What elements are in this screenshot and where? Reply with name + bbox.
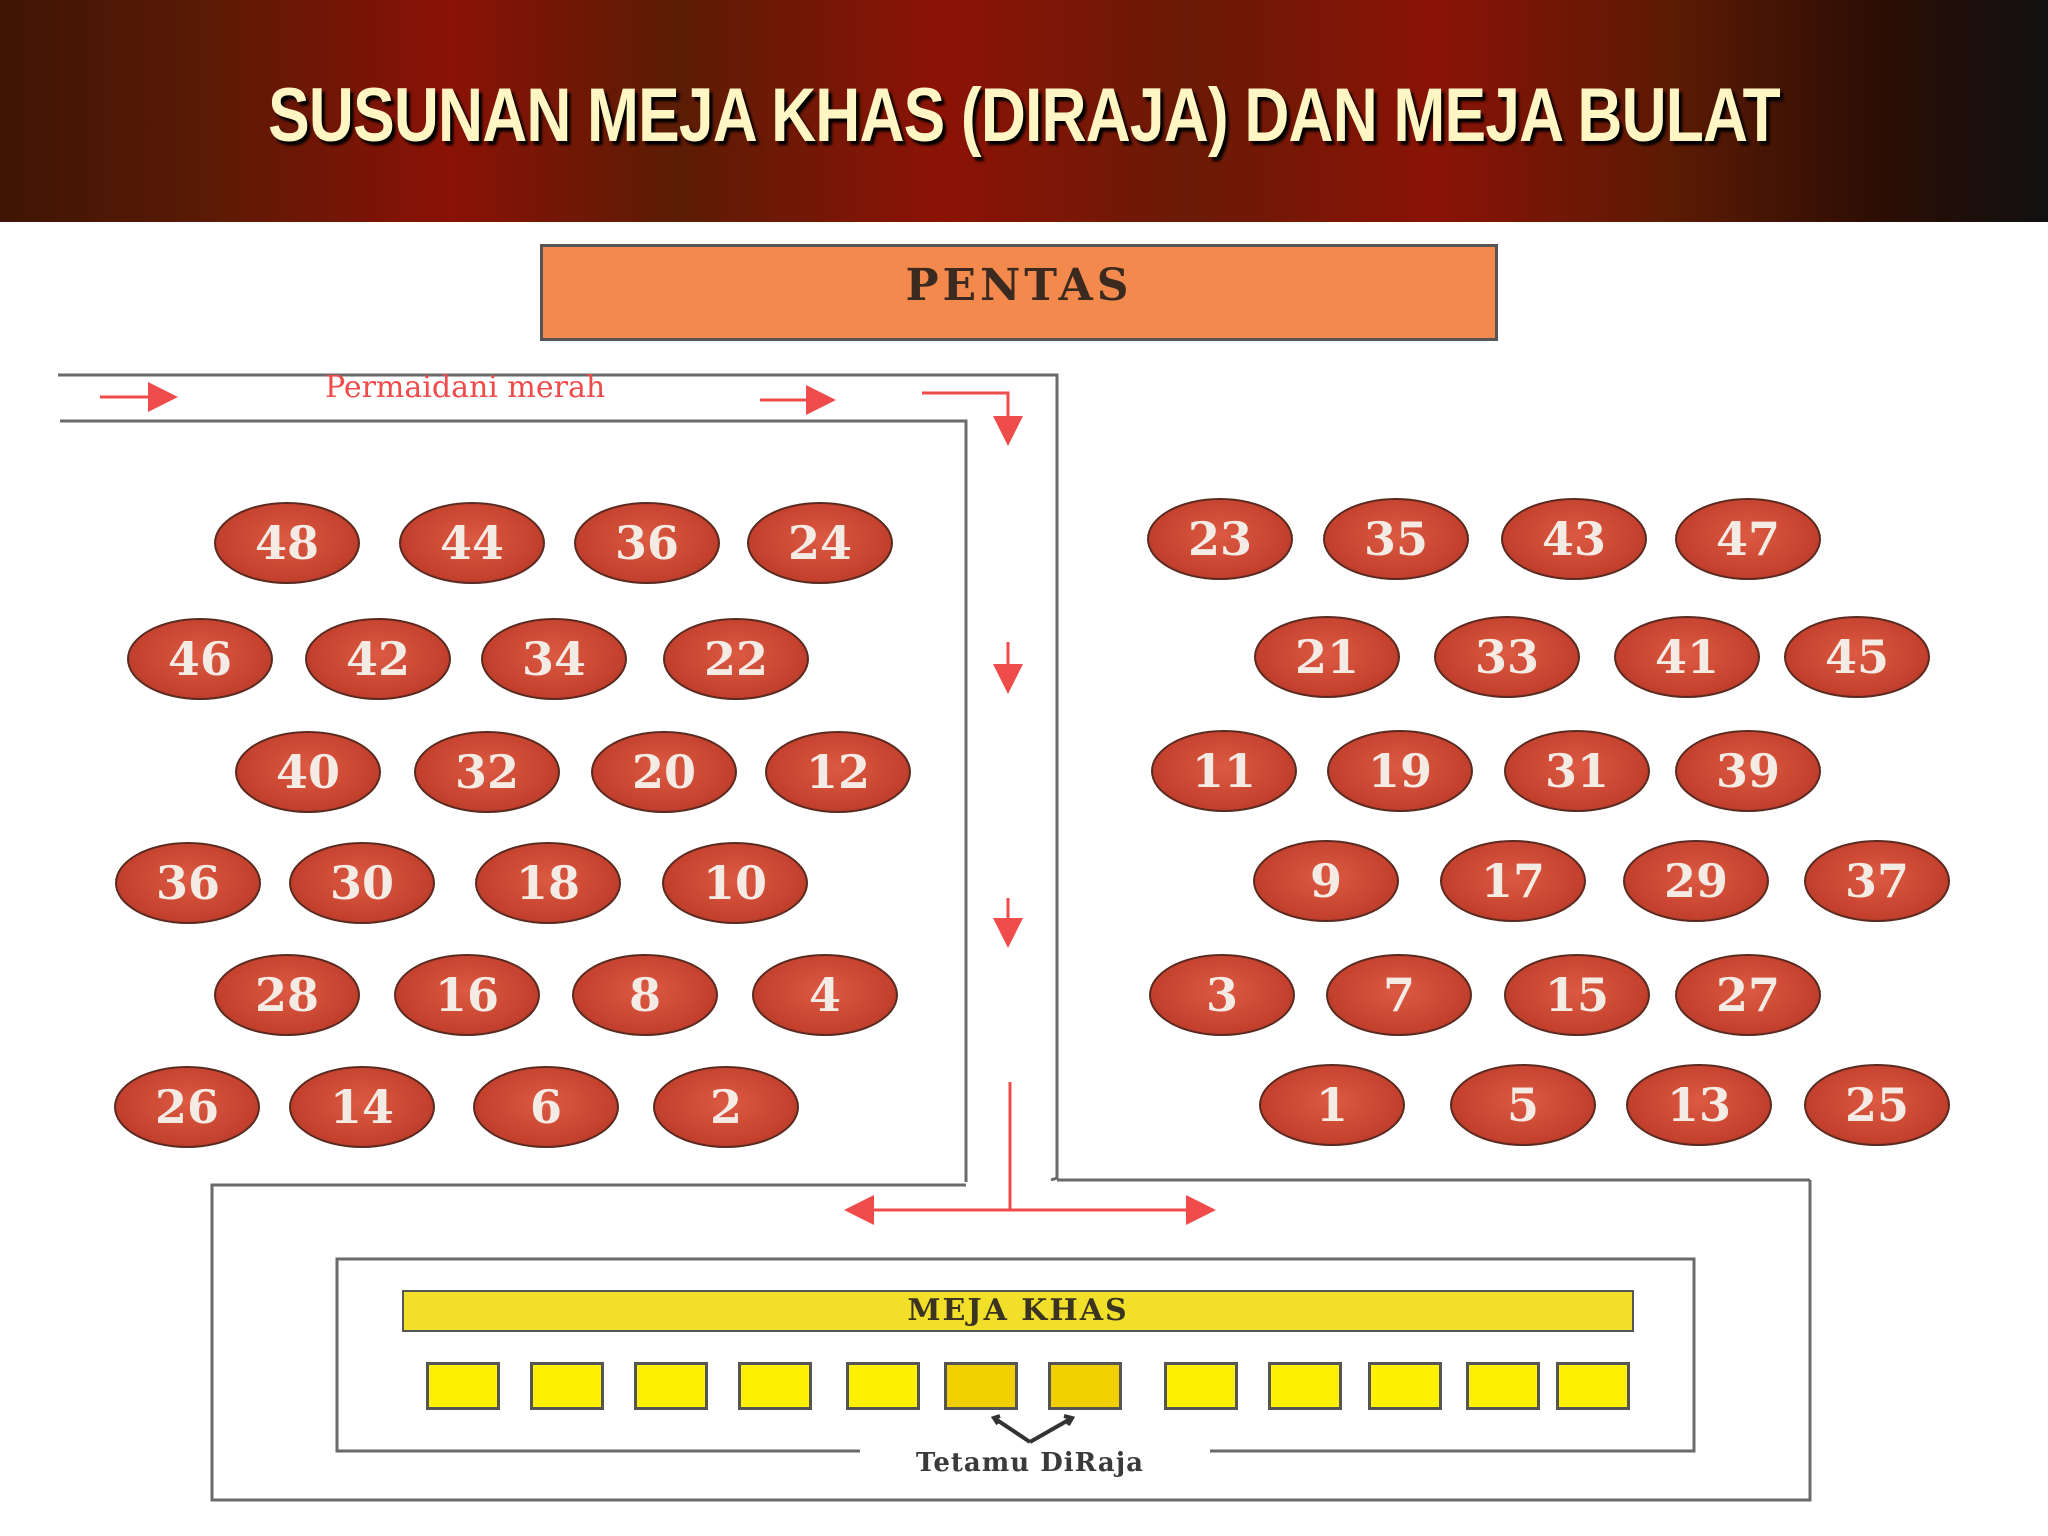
round-table-left-16: 16 [394,954,540,1036]
round-table-left-24: 24 [747,502,893,584]
round-table-right-19: 19 [1327,730,1473,812]
round-table-right-43: 43 [1501,498,1647,580]
red-carpet-label: Permaidani merah [325,370,606,405]
round-table-right-7: 7 [1326,954,1472,1036]
round-table-right-5: 5 [1450,1064,1596,1146]
seat [1164,1362,1238,1410]
seat [634,1362,708,1410]
round-table-left-26: 26 [114,1066,260,1148]
round-table-left-36: 36 [115,842,261,924]
seat [1268,1362,1342,1410]
round-table-right-31: 31 [1504,730,1650,812]
stage-block: PENTAS [540,244,1498,341]
seat [530,1362,604,1410]
carpet-inner-border [60,419,968,1182]
round-table-left-36: 36 [574,502,720,584]
royal-guest-arrow-right [1029,1416,1073,1444]
round-table-right-23: 23 [1147,498,1293,580]
royal-guest-arrowhead-right [1063,1414,1076,1426]
royal-guest-arrowhead-left [990,1414,1001,1426]
seat [426,1362,500,1410]
round-table-left-34: 34 [481,618,627,700]
round-table-right-9: 9 [1253,840,1399,922]
round-table-left-46: 46 [127,618,273,700]
round-table-left-40: 40 [235,731,381,813]
seat [1466,1362,1540,1410]
carpet-outer-border [58,373,1059,1182]
round-table-right-45: 45 [1784,616,1930,698]
round-table-left-10: 10 [662,842,808,924]
royal-guest-seat [944,1362,1018,1410]
round-table-right-13: 13 [1626,1064,1772,1146]
round-table-left-44: 44 [399,502,545,584]
round-table-right-15: 15 [1504,954,1650,1036]
round-table-right-3: 3 [1149,954,1295,1036]
round-table-left-28: 28 [214,954,360,1036]
seat [1556,1362,1630,1410]
round-table-left-18: 18 [475,842,621,924]
royal-guest-arrow-left [992,1416,1032,1444]
round-table-right-37: 37 [1804,840,1950,922]
round-table-right-25: 25 [1804,1064,1950,1146]
round-table-right-1: 1 [1259,1064,1405,1146]
seat [1368,1362,1442,1410]
round-table-right-33: 33 [1434,616,1580,698]
royal-head-table: MEJA KHAS [402,1290,1634,1332]
round-table-right-17: 17 [1440,840,1586,922]
royal-guest-seat [1048,1362,1122,1410]
title-bar: SUSUNAN MEJA KHAS (DIRAJA) DAN MEJA BULA… [0,0,2048,222]
royal-inner-border [335,1257,1696,1453]
royal-guests-label: Tetamu DiRaja [880,1448,1180,1478]
round-table-left-8: 8 [572,954,718,1036]
round-table-left-30: 30 [289,842,435,924]
round-table-left-48: 48 [214,502,360,584]
round-table-right-47: 47 [1675,498,1821,580]
round-table-left-2: 2 [653,1066,799,1148]
seat [738,1362,812,1410]
royal-area-border [210,1180,1812,1502]
round-table-right-39: 39 [1675,730,1821,812]
round-table-left-32: 32 [414,731,560,813]
round-table-left-42: 42 [305,618,451,700]
round-table-left-14: 14 [289,1066,435,1148]
carpet-arrow-turn-down [922,391,1023,446]
round-table-left-12: 12 [765,731,911,813]
round-table-right-35: 35 [1323,498,1469,580]
round-table-left-4: 4 [752,954,898,1036]
seat [846,1362,920,1410]
round-table-right-41: 41 [1614,616,1760,698]
round-table-left-6: 6 [473,1066,619,1148]
round-table-right-29: 29 [1623,840,1769,922]
round-table-right-21: 21 [1254,616,1400,698]
round-table-right-27: 27 [1675,954,1821,1036]
slide-title: SUSUNAN MEJA KHAS (DIRAJA) DAN MEJA BULA… [268,73,1781,158]
round-table-right-11: 11 [1151,730,1297,812]
carpet-border [58,373,1812,1502]
round-table-left-20: 20 [591,731,737,813]
round-table-left-22: 22 [663,618,809,700]
